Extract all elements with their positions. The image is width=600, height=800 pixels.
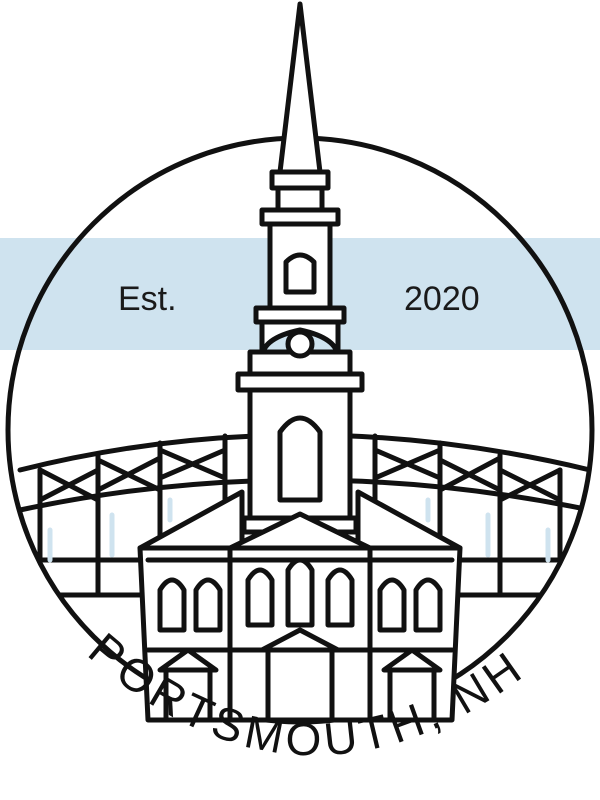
church-steeple-icon — [137, 1, 463, 723]
est-label: Est. — [118, 280, 177, 318]
bridge-highlights — [47, 497, 551, 563]
year-label: 2020 — [404, 280, 480, 318]
